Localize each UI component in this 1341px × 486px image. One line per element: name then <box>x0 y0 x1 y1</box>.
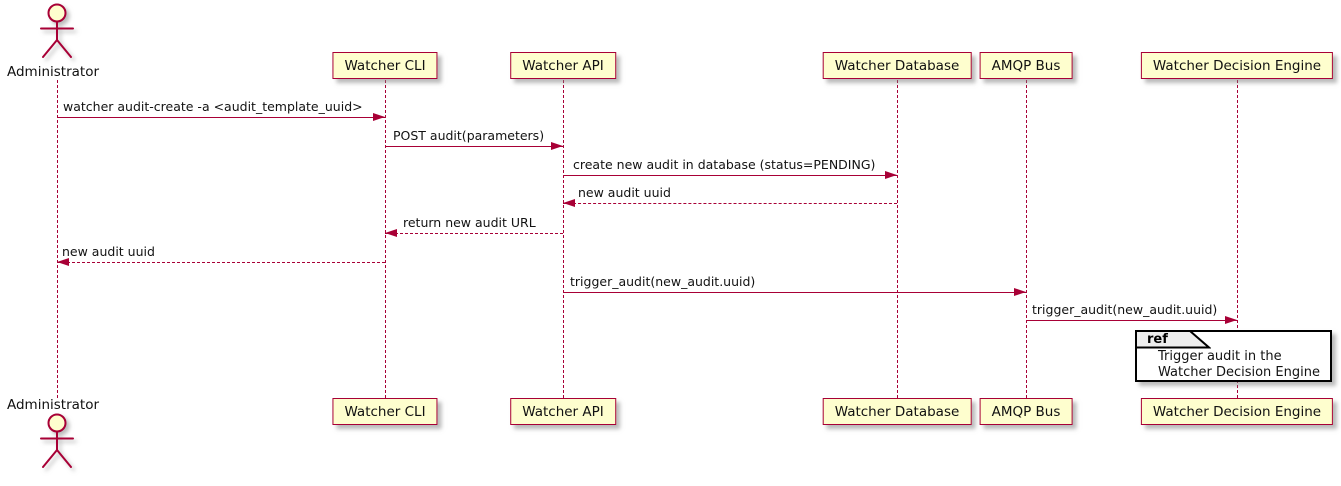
lifeline-amqp-bus <box>1025 80 1027 398</box>
participant-watcher-cli-top: Watcher CLI <box>332 52 438 79</box>
ref-text-line: Watcher Decision Engine <box>1158 364 1320 380</box>
message-label: watcher audit-create -a <audit_template_… <box>63 99 363 114</box>
lifeline-watcher-api <box>562 80 564 398</box>
participant-watcher-decision-engine-bottom: Watcher Decision Engine <box>1140 398 1334 425</box>
ref-tab <box>1135 330 1212 353</box>
message-label: trigger_audit(new_audit.uuid) <box>570 274 756 289</box>
message-arrowhead <box>1014 288 1026 296</box>
actor-label-top: Administrator <box>6 64 100 80</box>
participant-amqp-bus-bottom: AMQP Bus <box>979 398 1073 425</box>
message-line <box>563 292 1026 293</box>
message-label: trigger_audit(new_audit.uuid) <box>1032 302 1218 317</box>
message-arrowhead <box>1225 316 1237 324</box>
participant-watcher-decision-engine-top: Watcher Decision Engine <box>1140 52 1334 79</box>
lifeline-watcher-cli <box>384 80 386 398</box>
ref-tab-label: ref <box>1147 332 1168 347</box>
message-arrowhead <box>385 229 397 237</box>
message-label: return new audit URL <box>403 215 536 230</box>
message-line <box>385 233 563 234</box>
participant-watcher-database-top: Watcher Database <box>822 52 972 79</box>
participant-watcher-database-bottom: Watcher Database <box>822 398 972 425</box>
message-label: new audit uuid <box>62 244 155 259</box>
participant-watcher-cli-bottom: Watcher CLI <box>332 398 438 425</box>
actor-label-bottom: Administrator <box>6 397 100 413</box>
lifeline-watcher-database <box>896 80 898 398</box>
message-label: create new audit in database (status=PEN… <box>573 157 876 172</box>
message-arrowhead <box>885 171 897 179</box>
actor-figure-bottom <box>34 413 80 477</box>
message-arrowhead <box>373 113 385 121</box>
message-line <box>57 117 385 118</box>
participant-watcher-api-top: Watcher API <box>510 52 616 79</box>
participant-watcher-api-bottom: Watcher API <box>510 398 616 425</box>
participant-amqp-bus-top: AMQP Bus <box>979 52 1073 79</box>
message-line <box>57 262 385 263</box>
message-line <box>385 146 563 147</box>
message-line <box>563 175 897 176</box>
message-label: new audit uuid <box>578 185 671 200</box>
message-arrowhead <box>57 258 69 266</box>
message-arrowhead <box>551 142 563 150</box>
actor-figure-top <box>34 3 80 67</box>
message-label: POST audit(parameters) <box>393 128 545 143</box>
ref-text-line: Trigger audit in the <box>1158 349 1282 364</box>
lifeline-administrator <box>56 80 58 398</box>
lifeline-watcher-decision-engine <box>1236 80 1238 398</box>
message-line <box>563 203 897 204</box>
message-arrowhead <box>563 199 575 207</box>
message-line <box>1026 320 1237 321</box>
